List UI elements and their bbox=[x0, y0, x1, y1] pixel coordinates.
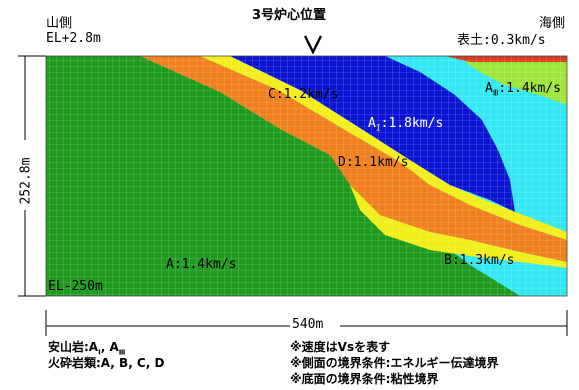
layer-a1-label: AI:1.8km/s bbox=[368, 116, 444, 133]
bottom-boundary-note: ※底面の境界条件:粘性境界 bbox=[290, 372, 439, 386]
height-dimension-label: 252.8m bbox=[18, 157, 34, 205]
width-dimension-label: 540m bbox=[292, 317, 324, 332]
layer-d-label: D:1.1km/s bbox=[338, 155, 409, 170]
layer-b-label: B:1.3km/s bbox=[444, 253, 515, 268]
layer-c-label: C:1.2km/s bbox=[268, 87, 339, 102]
side-boundary-note: ※側面の境界条件:エネルギー伝達境界 bbox=[290, 356, 499, 370]
velocity-note: ※速度はVsを表す bbox=[290, 340, 391, 354]
topsoil-label: 表土:0.3km/s bbox=[457, 33, 546, 48]
core-position-title: 3号炉心位置 bbox=[252, 8, 327, 23]
pyroclastic-legend: 火砕岩類:A, B, C, D bbox=[48, 356, 165, 370]
center-arrow bbox=[303, 35, 323, 55]
left-elevation-label: EL+2.8m bbox=[46, 31, 101, 46]
layer-a-label: A:1.4km/s bbox=[166, 257, 237, 272]
bottom-elevation-label: EL-250m bbox=[48, 279, 103, 294]
andesite-legend: 安山岩:AI, AⅢ bbox=[48, 340, 126, 357]
layer-a3-label: AⅢ:1.4km/s bbox=[485, 81, 561, 98]
left-side-label: 山側 bbox=[46, 16, 73, 31]
width-dimension bbox=[45, 310, 568, 336]
right-side-label: 海側 bbox=[539, 16, 566, 31]
height-dimension bbox=[18, 55, 46, 297]
